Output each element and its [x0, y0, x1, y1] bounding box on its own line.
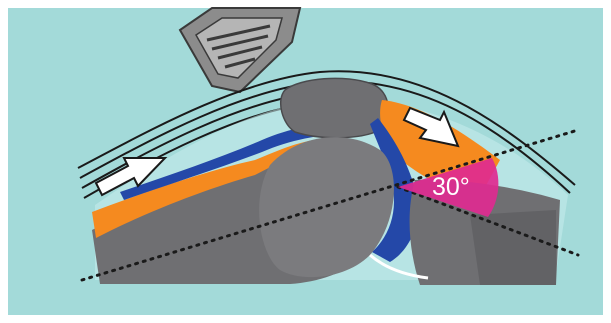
- angle-label: 30°: [432, 173, 470, 201]
- tibia-shadow: [470, 210, 556, 285]
